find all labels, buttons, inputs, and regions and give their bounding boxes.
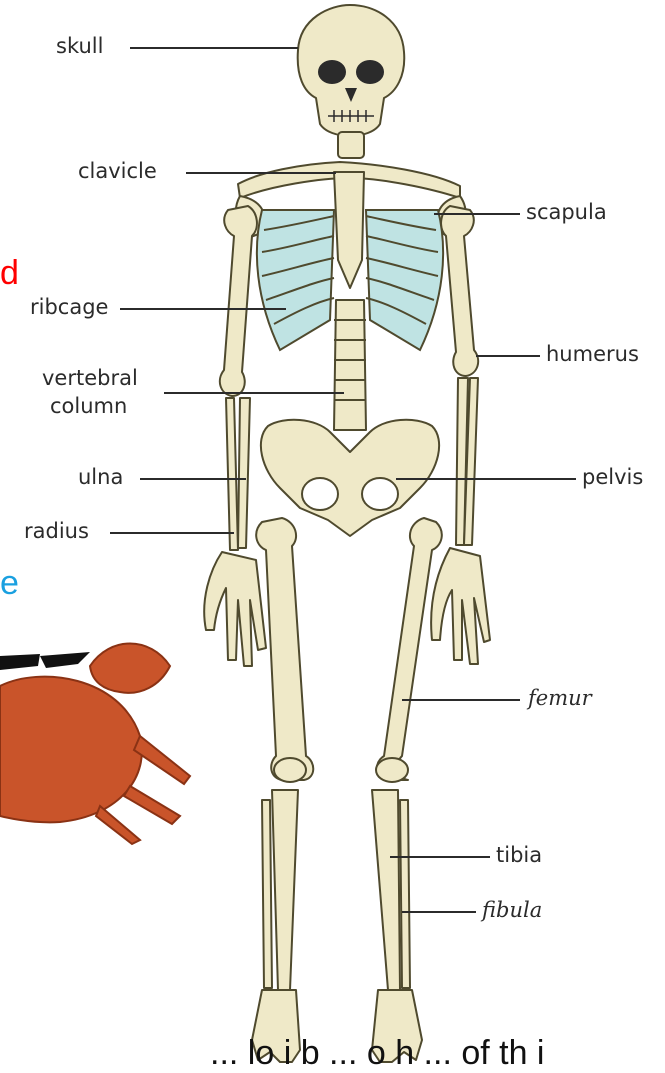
humerus-leader-line: [476, 355, 540, 357]
skull-leader-line: [130, 47, 298, 49]
label-vertebral: vertebral: [42, 368, 138, 389]
vertebral-leader-line: [164, 392, 344, 394]
radius-leader-line: [110, 532, 234, 534]
label-scapula: scapula: [526, 202, 607, 223]
label-ribcage: ribcage: [30, 297, 108, 318]
clavicle-leader-line: [186, 172, 336, 174]
red-letter-fragment: d: [0, 256, 19, 290]
scapula-leader-line: [434, 213, 520, 215]
pelvis-leader-line: [396, 478, 576, 480]
label-femur: femur: [528, 688, 592, 709]
label-tibia: tibia: [496, 845, 542, 866]
label-pelvis: pelvis: [582, 467, 643, 488]
ulna-leader-line: [140, 478, 246, 480]
label-fibula: fibula: [482, 900, 542, 921]
label-column: column: [50, 396, 127, 417]
crab-image: [0, 626, 200, 846]
fibula-leader-line: [402, 911, 476, 913]
bottom-caption-fragment: ... lo i b ... o h ... of th i: [210, 1034, 545, 1073]
tibia-leader-line: [390, 856, 490, 858]
femur-leader-line: [402, 699, 520, 701]
label-clavicle: clavicle: [78, 161, 157, 182]
ribcage-leader-line: [120, 308, 286, 310]
label-skull: skull: [56, 36, 103, 57]
label-humerus: humerus: [546, 344, 639, 365]
label-ulna: ulna: [78, 467, 123, 488]
label-radius: radius: [24, 521, 89, 542]
blue-letter-fragment: e: [0, 566, 19, 600]
